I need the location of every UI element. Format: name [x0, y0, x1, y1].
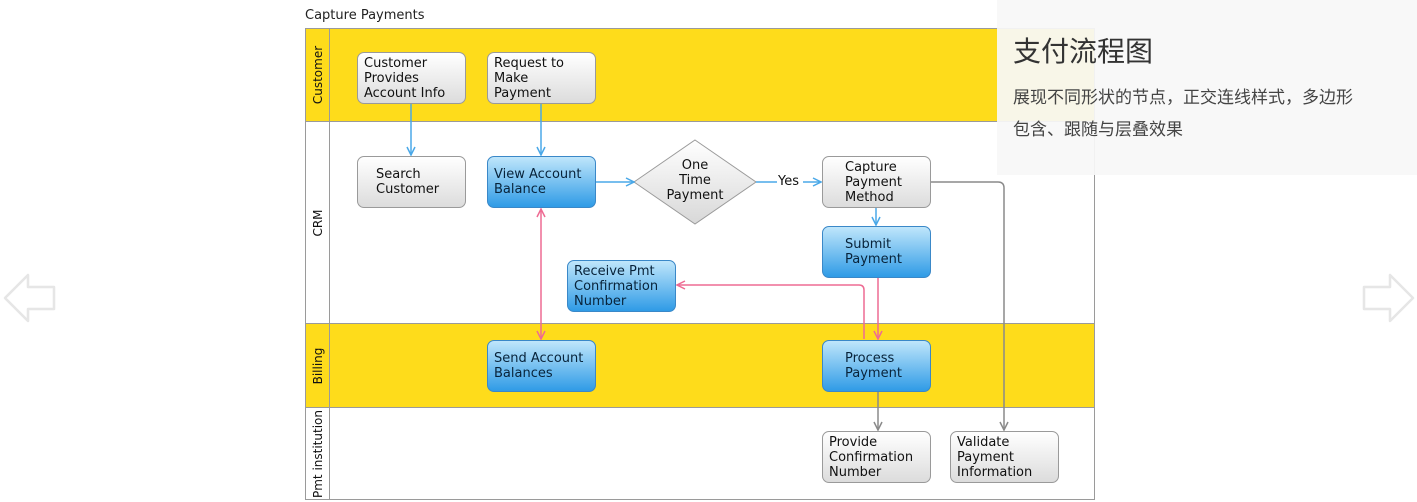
node-receive-confirmation: Receive Pmt Confirmation Number [567, 260, 676, 312]
node-send-account-balances: Send Account Balances [487, 340, 596, 392]
node-view-account-balance: View Account Balance [487, 156, 596, 208]
info-title: 支付流程图 [1013, 35, 1154, 68]
arrow-left-outline-icon[interactable] [2, 270, 58, 326]
node-search-customer: Search Customer [357, 156, 466, 208]
decision-diamond [633, 139, 757, 225]
node-submit-payment: Submit Payment [822, 226, 931, 278]
lane-billing: Billing [305, 323, 1095, 408]
lane-header: Pmt institution [306, 408, 330, 499]
node-capture-payment-method: Capture Payment Method [822, 156, 931, 208]
arrow-right-outline-icon[interactable] [1360, 270, 1416, 326]
info-description-line2: 包含、跟随与层叠效果 [1013, 120, 1183, 140]
node-customer-provides-info: Customer Provides Account Info [357, 52, 466, 104]
node-one-time-payment: One Time Payment [666, 158, 724, 203]
info-description-line1: 展现不同形状的节点，正交连线样式，多边形 [1013, 88, 1353, 108]
node-request-payment: Request to Make Payment [487, 52, 596, 104]
node-provide-confirmation: Provide Confirmation Number [822, 431, 931, 483]
node-validate-payment: Validate Payment Information [950, 431, 1059, 483]
diagram-title: Capture Payments [305, 8, 425, 23]
node-process-payment: Process Payment [822, 340, 931, 392]
info-panel: 支付流程图 展现不同形状的节点，正交连线样式，多边形 包含、跟随与层叠效果 [997, 0, 1417, 175]
info-description: 展现不同形状的节点，正交连线样式，多边形 包含、跟随与层叠效果 [1013, 82, 1417, 146]
edge-capture-to-validate [931, 181, 1004, 430]
lane-header: Billing [306, 324, 330, 407]
edge-process-to-receive [677, 285, 865, 339]
edge-label-yes: Yes [777, 174, 800, 189]
swimlane-diagram: Customer CRM Billing Pmt institution [305, 28, 1095, 500]
lane-header: Customer [306, 29, 330, 121]
lane-header: CRM [306, 122, 330, 323]
